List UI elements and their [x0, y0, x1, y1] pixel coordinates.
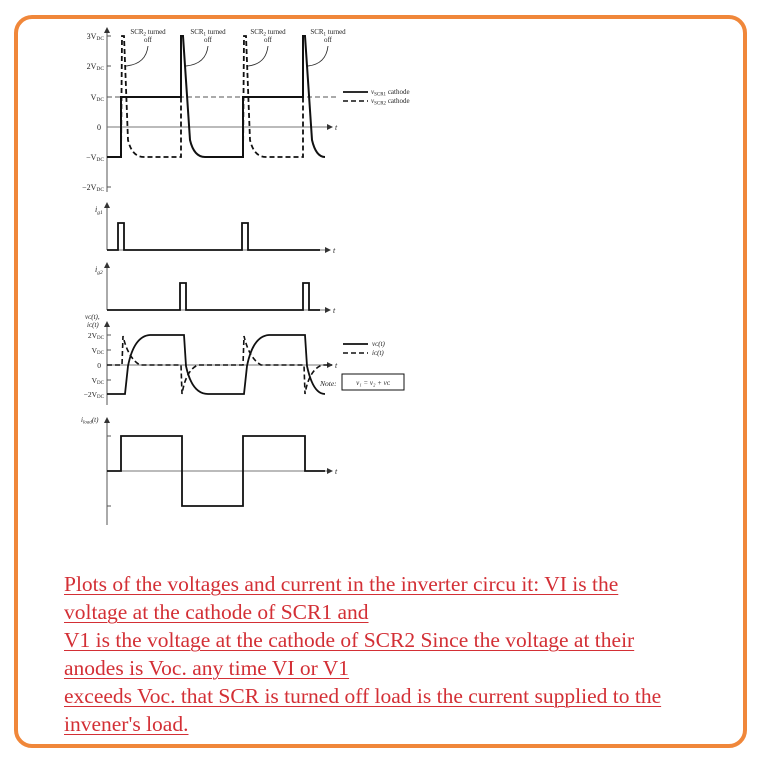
svg-text:vᴄ(t),: vᴄ(t),: [85, 313, 100, 321]
plot-iload: iload(t) t: [81, 416, 338, 525]
plot-ig2: ig2 t: [95, 262, 336, 315]
tick-3vdc: 3VDC: [87, 32, 105, 42]
tick-neg-vdc: −VDC: [86, 153, 104, 163]
svg-text:t: t: [333, 246, 336, 255]
series-vscr1: [107, 35, 326, 158]
svg-text:iload(t): iload(t): [81, 416, 99, 426]
annotation-scr1-off-2: SCR1 turned: [310, 28, 346, 38]
tick-neg-2vdc: −2VDC: [82, 183, 104, 193]
plot-ig1: ig1 t: [95, 202, 336, 255]
waveform-figure: 3VDC 2VDC VDC 0 −VDC −2VDC t SCR2 turned…: [81, 27, 410, 525]
svg-text:vSCR1 cathode: vSCR1 cathode: [371, 88, 410, 98]
orange-frame: [14, 15, 747, 748]
svg-text:iᴄ(t): iᴄ(t): [372, 349, 384, 357]
svg-text:iᴄ(t): iᴄ(t): [87, 321, 99, 329]
svg-text:t: t: [333, 306, 336, 315]
svg-text:vᴄ(t): vᴄ(t): [372, 340, 386, 348]
svg-text:2VDC: 2VDC: [88, 331, 105, 341]
annotation-off-3: off: [264, 36, 273, 44]
caption-line-4[interactable]: anodes is Voc. any time VI or V1: [64, 656, 350, 680]
svg-text:−2VDC: −2VDC: [84, 390, 105, 400]
caption-line-6[interactable]: invener's load.: [64, 712, 189, 736]
series-ig1: [107, 222, 320, 251]
svg-text:ig2: ig2: [95, 265, 103, 276]
series-ig2: [107, 282, 320, 311]
annotation-scr1-off-1: SCR1 turned: [190, 28, 226, 38]
plot-capacitor: vᴄ(t), iᴄ(t) 2VDC VDC 0 VDC −2VDC t vᴄ(t…: [84, 313, 405, 405]
svg-text:t: t: [335, 361, 338, 370]
series-vscr2: [120, 35, 304, 158]
svg-text:vSCR2 cathode: vSCR2 cathode: [371, 97, 410, 107]
figure-area: [55, 22, 470, 534]
annotation-scr2-off-2: SCR2 turned: [250, 28, 286, 38]
caption-line-2[interactable]: voltage at the cathode of SCR1 and: [64, 600, 369, 624]
annotation-scr2-off-1: SCR2 turned: [130, 28, 166, 38]
t-axis-label: t: [335, 123, 338, 132]
svg-text:0: 0: [97, 361, 101, 370]
svg-text:Note:: Note:: [319, 379, 337, 388]
plot-scr-cathode-voltages: 3VDC 2VDC VDC 0 −VDC −2VDC t SCR2 turned…: [82, 27, 410, 193]
annotation-off-2: off: [204, 36, 213, 44]
svg-text:ig1: ig1: [95, 205, 103, 216]
svg-text:v₁ = v₂ + vᴄ: v₁ = v₂ + vᴄ: [356, 379, 391, 387]
note-box: Note: v₁ = v₂ + vᴄ: [319, 373, 405, 391]
legend-plot4: vᴄ(t) iᴄ(t): [343, 340, 386, 357]
tick-2vdc: 2VDC: [87, 62, 105, 72]
annotation-off-4: off: [324, 36, 333, 44]
legend-plot1: vSCR1 cathode vSCR2 cathode: [343, 88, 410, 107]
caption-line-3[interactable]: V1 is the voltage at the cathode of SCR2…: [64, 628, 635, 652]
caption-line-1[interactable]: Plots of the voltages and current in the…: [64, 572, 619, 596]
svg-text:VDC: VDC: [92, 376, 105, 386]
tick-vdc: VDC: [91, 93, 105, 103]
caption-line-5[interactable]: exceeds Voc. that SCR is turned off load…: [64, 684, 662, 708]
svg-text:VDC: VDC: [92, 346, 105, 356]
series-iload: [107, 435, 325, 507]
svg-text:t: t: [335, 467, 338, 476]
series-vc: [107, 334, 326, 395]
figure-caption: Plots of the voltages and current in the…: [64, 570, 754, 738]
series-ic: [107, 335, 332, 395]
tick-0: 0: [97, 123, 101, 132]
annotation-off-1: off: [144, 36, 153, 44]
